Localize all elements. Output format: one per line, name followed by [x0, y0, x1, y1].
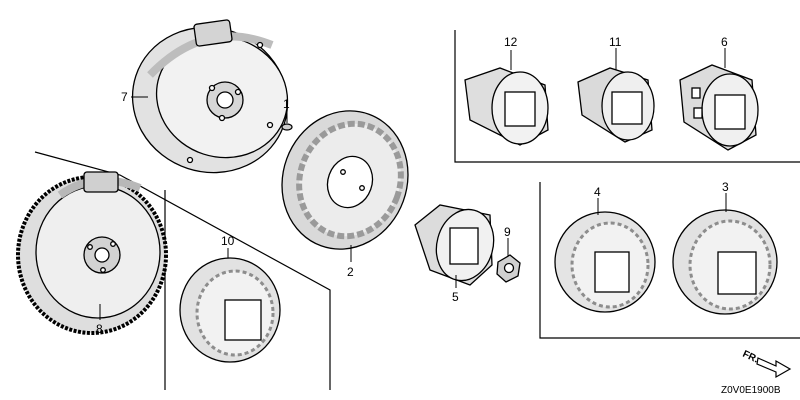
- callout-12: 12: [504, 35, 518, 49]
- part-12-pulley: [464, 67, 549, 146]
- figure-code: Z0V0E1900B: [721, 385, 781, 396]
- leader-lines: [99, 48, 727, 320]
- callout-7: 7: [121, 90, 128, 104]
- part-9-flange-nut: [496, 254, 521, 283]
- callout-8: 8: [96, 322, 103, 336]
- frame-flywheel-group: [34, 151, 331, 390]
- section-frames: [34, 30, 800, 390]
- part-2-cooling-fan: [281, 110, 409, 250]
- callout-2: 2: [347, 265, 354, 279]
- callout-5: 5: [452, 290, 459, 304]
- part-6-pulley: [679, 64, 759, 151]
- front-direction-indicator: FR.: [741, 349, 792, 379]
- frame-starter-pulleys: [454, 30, 800, 163]
- part-7-flywheel-cover: [131, 19, 289, 174]
- direction-arrow-icon: [756, 357, 792, 379]
- callout-10: 10: [221, 234, 235, 248]
- part-5-starter-pulley: [414, 204, 495, 286]
- callout-3: 3: [722, 180, 729, 194]
- callout-4: 4: [594, 185, 601, 199]
- frame-recoil-pulleys: [539, 182, 800, 339]
- callout-11: 11: [609, 35, 622, 49]
- callout-6: 6: [721, 35, 728, 49]
- callout-1: 1: [283, 97, 290, 111]
- part-1-key: [281, 123, 293, 131]
- part-10-pulley: [179, 257, 281, 363]
- callout-9: 9: [504, 225, 511, 239]
- part-11-pulley: [577, 67, 655, 143]
- part-8-flywheel: [16, 171, 168, 335]
- part-4-recoil-pulley: [554, 211, 656, 313]
- part-3-recoil-pulley: [672, 209, 778, 315]
